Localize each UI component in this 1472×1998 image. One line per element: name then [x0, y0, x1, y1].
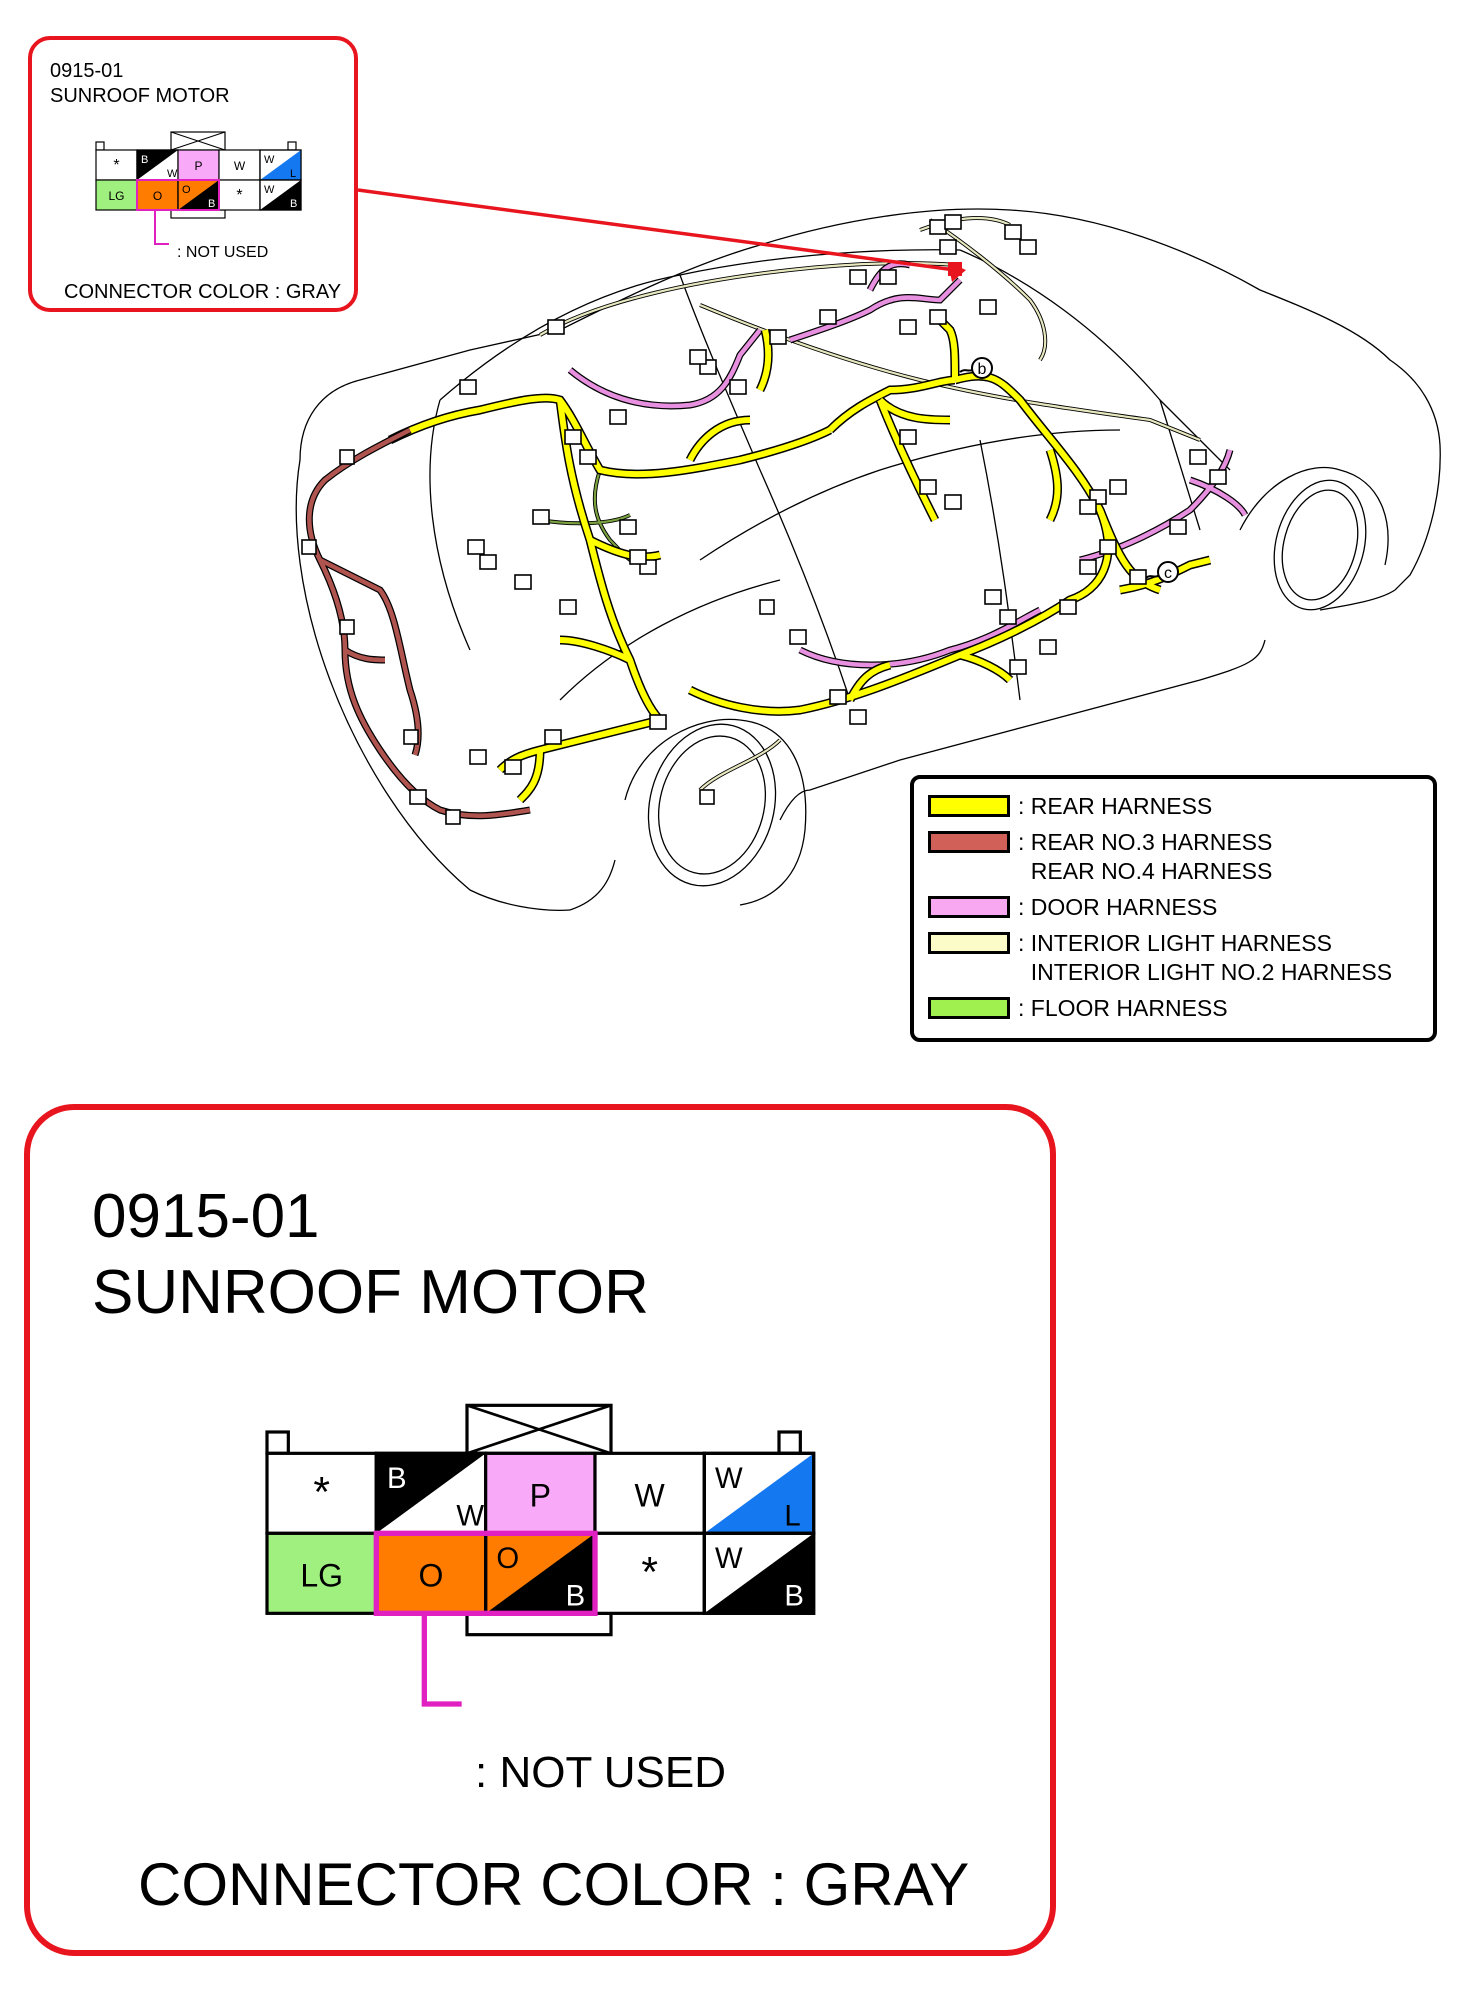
- pin-top-3: P: [484, 1451, 597, 1535]
- legend-swatch-rear-no3-no4: [928, 831, 1010, 853]
- svg-text:*: *: [113, 157, 119, 174]
- small-pin-top-1: *: [95, 149, 138, 181]
- pin-top-5: WL: [702, 1451, 816, 1535]
- small-pin-top-2: BW: [136, 149, 179, 181]
- svg-text:L: L: [290, 168, 296, 180]
- svg-text:W: W: [715, 1542, 743, 1575]
- pin-top-2: BW: [374, 1451, 488, 1535]
- svg-text:*: *: [313, 1469, 330, 1517]
- not-used-marker: [373, 1530, 598, 1707]
- svg-text:O: O: [419, 1558, 444, 1594]
- legend-label-floor: : FLOOR HARNESS: [1018, 995, 1228, 1021]
- connector-color-label-small: CONNECTOR COLOR : GRAY: [64, 281, 342, 303]
- svg-text:W: W: [167, 168, 178, 180]
- pin-top-1: *: [265, 1451, 378, 1535]
- small-not-used-marker: [136, 179, 220, 245]
- pin-bottom-3: OB: [484, 1531, 597, 1615]
- connector-code-small: 0915-01: [50, 60, 124, 82]
- marker-b-label: b: [978, 361, 987, 378]
- legend-label-door: : DOOR HARNESS: [1018, 894, 1218, 920]
- svg-text:B: B: [387, 1462, 407, 1495]
- harness-legend: : REAR HARNESS : REAR NO.3 HARNESS REAR …: [910, 775, 1437, 1042]
- legend-item-rear: : REAR HARNESS: [928, 792, 1212, 822]
- legend-label-interior-light: : INTERIOR LIGHT HARNESS INTERIOR LIGHT …: [1018, 930, 1393, 985]
- pin-bottom-1: LG: [265, 1531, 378, 1615]
- svg-text:L: L: [784, 1499, 800, 1532]
- svg-text:B: B: [290, 198, 297, 210]
- pin-bottom-2: O: [374, 1531, 488, 1615]
- svg-text:B: B: [784, 1579, 804, 1612]
- marker-b: b: [959, 357, 993, 379]
- legend-label-rear: : REAR HARNESS: [1018, 793, 1213, 819]
- svg-text:P: P: [194, 159, 202, 173]
- svg-text:W: W: [635, 1478, 666, 1514]
- pin-bottom-4: *: [593, 1531, 706, 1615]
- svg-text:O: O: [153, 189, 162, 203]
- pin-top-4: W: [593, 1451, 706, 1535]
- svg-text:P: P: [530, 1478, 551, 1514]
- svg-text:O: O: [496, 1542, 519, 1575]
- svg-text:W: W: [234, 159, 246, 173]
- small-pin-bottom-1: LG: [95, 179, 138, 211]
- legend-swatch-rear: [928, 795, 1010, 817]
- connector-name-small: SUNROOF MOTOR: [50, 85, 230, 107]
- small-pin-top-5: WL: [259, 149, 302, 181]
- connector-code: 0915-01: [92, 1182, 320, 1251]
- vehicle-harness-illustration: b c: [295, 188, 1441, 911]
- svg-text:W: W: [456, 1499, 484, 1532]
- legend-item-interior-light: : INTERIOR LIGHT HARNESS INTERIOR LIGHT …: [928, 929, 1392, 985]
- svg-text:B: B: [141, 154, 148, 166]
- legend-swatch-floor: [928, 997, 1010, 1019]
- svg-text:*: *: [236, 187, 242, 204]
- small-pin-bottom-5: WB: [259, 179, 302, 211]
- marker-c-label: c: [1164, 565, 1172, 582]
- pin-bottom-5: WB: [702, 1531, 816, 1615]
- svg-text:*: *: [641, 1549, 658, 1597]
- svg-text:LG: LG: [108, 189, 124, 203]
- svg-text:W: W: [264, 184, 275, 196]
- legend-item-floor: : FLOOR HARNESS: [928, 994, 1228, 1024]
- legend-swatch-interior-light: [928, 932, 1010, 954]
- not-used-label-small: : NOT USED: [177, 244, 269, 261]
- connector-color-label: CONNECTOR COLOR : GRAY: [138, 1851, 970, 1918]
- small-pin-top-4: W: [218, 149, 261, 181]
- sunroof-motor-pointer: [357, 188, 966, 282]
- harness-connectors: [301, 214, 1227, 825]
- legend-swatch-door: [928, 896, 1010, 918]
- legend-label-rear-no3-no4: : REAR NO.3 HARNESS REAR NO.4 HARNESS: [1018, 829, 1273, 884]
- housing: [265, 1403, 802, 1637]
- svg-text:B: B: [566, 1579, 586, 1612]
- legend-item-door: : DOOR HARNESS: [928, 893, 1217, 923]
- small-pin-bottom-2: O: [136, 179, 179, 211]
- connector-name: SUNROOF MOTOR: [92, 1258, 649, 1327]
- svg-text:LG: LG: [300, 1558, 343, 1594]
- svg-text:W: W: [264, 154, 275, 166]
- svg-text:O: O: [182, 184, 191, 196]
- legend-item-rear-no3-no4: : REAR NO.3 HARNESS REAR NO.4 HARNESS: [928, 828, 1272, 884]
- small-pin-bottom-4: *: [218, 179, 261, 211]
- marker-c: c: [1145, 561, 1179, 583]
- small-housing: [95, 131, 297, 219]
- svg-text:W: W: [715, 1462, 743, 1495]
- small-pin-top-3: P: [177, 149, 220, 181]
- small-pin-bottom-3: OB: [177, 179, 220, 211]
- not-used-label: : NOT USED: [475, 1748, 727, 1797]
- svg-text:B: B: [208, 198, 215, 210]
